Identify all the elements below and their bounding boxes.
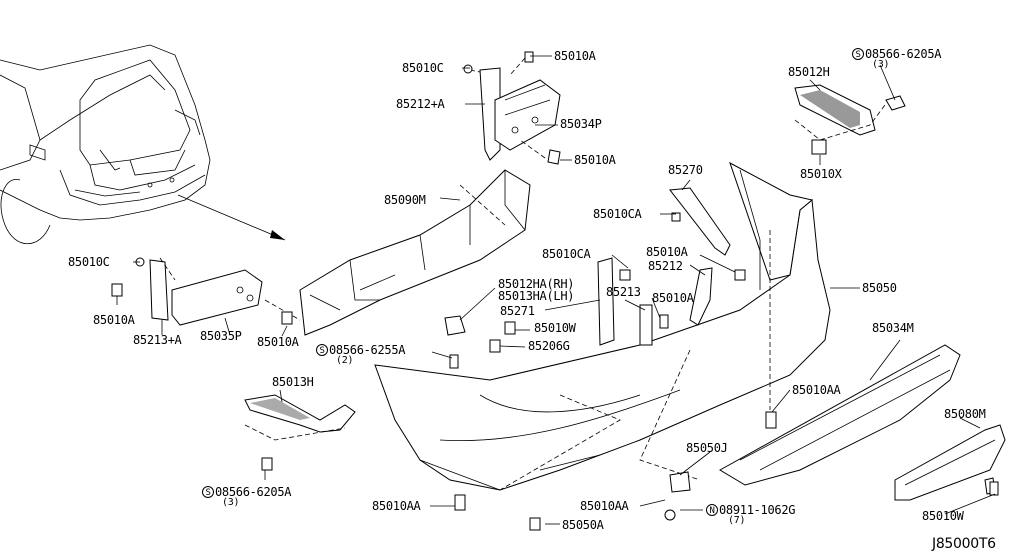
label-85010A-center: 85010A bbox=[652, 291, 694, 305]
label-85213A: 85213+A bbox=[133, 333, 182, 347]
label-08566-6255A-text: 08566-6255A bbox=[329, 343, 406, 357]
label-85010CA-1: 85010CA bbox=[593, 207, 642, 221]
label-85050J: 85050J bbox=[686, 441, 728, 455]
label-85010W-center: 85010W bbox=[534, 321, 576, 335]
label-qty-3-top: (3) bbox=[872, 59, 890, 70]
stays-center-art bbox=[444, 187, 999, 531]
label-85010AA-right: 85010AA bbox=[792, 383, 841, 397]
label-85206G: 85206G bbox=[528, 339, 570, 353]
label-85010A-top: 85010A bbox=[554, 49, 596, 63]
label-85090M: 85090M bbox=[384, 193, 426, 207]
bracket-85034P-art bbox=[463, 51, 561, 165]
label-85080M: 85080M bbox=[944, 407, 986, 421]
vehicle-illustration bbox=[0, 44, 286, 244]
label-qty-7: (7) bbox=[728, 515, 746, 526]
label-85010A-mid: 85010A bbox=[574, 153, 616, 167]
label-85271: 85271 bbox=[500, 304, 535, 318]
label-85013HA: 85013HA(LH) bbox=[498, 289, 575, 303]
step-plate-85034M-art bbox=[719, 344, 961, 486]
label-85270: 85270 bbox=[668, 163, 703, 177]
diagram-reference-code: J85000T6 bbox=[932, 536, 996, 552]
label-85050: 85050 bbox=[862, 281, 897, 295]
leader-lines bbox=[116, 55, 996, 525]
label-85010C-top: 85010C bbox=[402, 61, 444, 75]
label-85010A-right: 85010A bbox=[646, 245, 688, 259]
label-85010X: 85010X bbox=[800, 167, 842, 181]
bracket-85013H-art bbox=[244, 394, 356, 471]
n-symbol-icon: N bbox=[706, 504, 718, 516]
label-85012HA: 85012HA(RH) bbox=[498, 277, 575, 291]
bumper-85050-art bbox=[374, 161, 831, 491]
absorber-85090M-art bbox=[299, 169, 531, 336]
plate-85012H-art bbox=[794, 84, 906, 155]
label-85034M: 85034M bbox=[872, 321, 914, 335]
label-08566-6205A-top-text: 08566-6205A bbox=[865, 47, 942, 61]
label-85010A-left2: 85010A bbox=[257, 335, 299, 349]
label-85050A: 85050A bbox=[562, 518, 604, 532]
label-85010A-left: 85010A bbox=[93, 313, 135, 327]
label-08566-6205A-bottom-text: 08566-6205A bbox=[215, 485, 292, 499]
label-qty-2: (2) bbox=[336, 355, 354, 366]
s-symbol-icon: S bbox=[316, 344, 328, 356]
label-85013H: 85013H bbox=[272, 375, 314, 389]
label-qty-3-bottom: (3) bbox=[222, 497, 240, 508]
label-85035P: 85035P bbox=[200, 329, 242, 343]
label-85010AA-bottom-left: 85010AA bbox=[372, 499, 421, 513]
reflector-85080M-art bbox=[894, 424, 1006, 501]
label-85212: 85212 bbox=[648, 259, 683, 273]
label-85012H: 85012H bbox=[788, 65, 830, 79]
label-85010C-left: 85010C bbox=[68, 255, 110, 269]
label-85213: 85213 bbox=[606, 285, 641, 299]
s-symbol-icon: S bbox=[852, 48, 864, 60]
bracket-85035P-art bbox=[111, 257, 301, 326]
label-08911-1062G-text: 08911-1062G bbox=[719, 503, 796, 517]
label-85034P: 85034P bbox=[560, 117, 602, 131]
label-85010W-bottom-right: 85010W bbox=[922, 509, 964, 523]
s-symbol-icon: S bbox=[202, 486, 214, 498]
label-85212A-top: 85212+A bbox=[396, 97, 445, 111]
label-85010CA-2: 85010CA bbox=[542, 247, 591, 261]
label-85010AA-bottom-center: 85010AA bbox=[580, 499, 629, 513]
